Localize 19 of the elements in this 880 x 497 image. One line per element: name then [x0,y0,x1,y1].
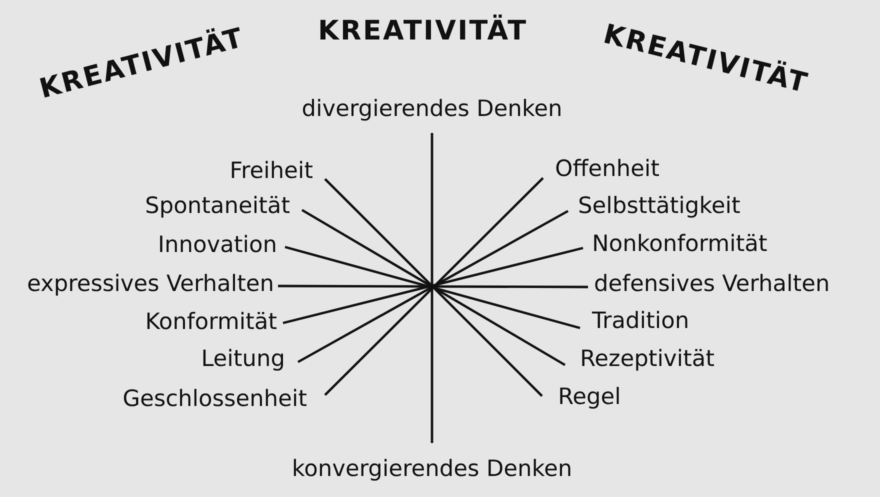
term-label: expressives Verhalten [28,274,272,296]
term-label: Leitung [203,348,283,371]
heading: KREATIVITÄT [320,14,526,40]
term-label: Freiheit [232,160,312,178]
term-label: defensives Verhalten [595,274,828,292]
term-label: konvergierendes Denken [294,458,570,481]
term-label: Selbsttätigkeit [580,196,740,218]
term-label: divergierendes Denken [302,98,560,121]
term-label: Offenheit [556,158,659,176]
term-label: Nonkonformität [594,234,767,252]
term-label: Spontaneität [146,196,290,218]
term-label: Innovation [160,234,276,252]
term-label: Tradition [592,310,688,328]
connector-line [278,284,588,288]
term-label: Rezeptivität [582,348,714,371]
term-label: Regel [560,386,619,409]
term-label: Geschlossenheit [124,388,306,406]
term-label: Konformität [147,312,276,330]
connector-line [430,133,434,443]
